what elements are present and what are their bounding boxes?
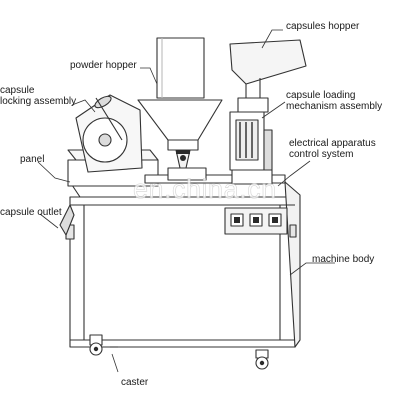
label-capsule-locking-line2: locking assembly	[0, 96, 77, 107]
label-machine-body: machine body	[312, 254, 375, 265]
label-capsule-locking-line1: capsule	[0, 85, 35, 96]
watermark-text: en.china.cn	[133, 174, 277, 205]
caster	[89, 334, 269, 370]
label-electrical-line1: electrical apparatus	[289, 138, 376, 149]
label-panel: panel	[20, 154, 45, 165]
capsule-loading-mechanism	[229, 111, 273, 185]
capsules-hopper	[229, 39, 307, 113]
machine-body	[65, 181, 301, 348]
label-powder-hopper: powder hopper	[70, 60, 137, 71]
label-capsule-loading-line1: capsule loading	[286, 90, 356, 101]
label-electrical-line2: control system	[289, 149, 354, 160]
capsule-locking-assembly	[75, 94, 143, 173]
label-capsule-outlet: capsule outlet	[0, 207, 62, 218]
powder-hopper	[137, 37, 223, 181]
capsule-outlet	[59, 204, 75, 236]
electrical-control-system	[224, 207, 288, 235]
leader-lines	[37, 29, 335, 373]
label-caster: caster	[121, 377, 149, 388]
label-capsule-loading-line2: mechanism assembly	[286, 101, 383, 112]
label-capsules-hopper: capsules hopper	[286, 21, 360, 32]
